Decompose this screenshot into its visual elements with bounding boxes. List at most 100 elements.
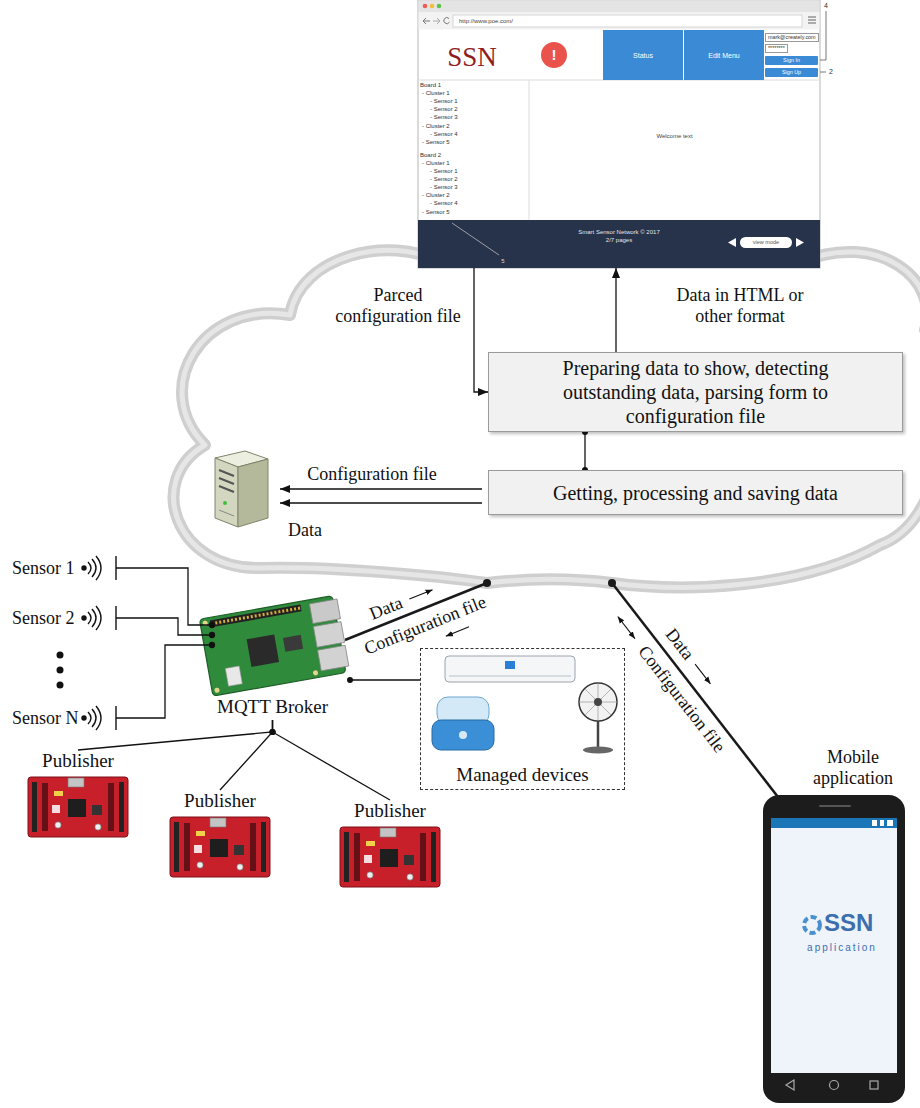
flow-arrow (695, 664, 710, 684)
tree-item: - Sensor 2 (430, 176, 458, 183)
tree-item: - Cluster 1 (422, 90, 450, 97)
air-conditioner (505, 661, 515, 669)
node-text: Managed devices (456, 764, 588, 786)
text-input: mark@creately.com (765, 33, 819, 42)
sensor-symbol (92, 559, 96, 577)
browser-chrome (437, 4, 442, 9)
sensor-symbol (82, 606, 116, 630)
ellipsis-dots (57, 667, 64, 674)
ellipsis-dots (57, 682, 64, 689)
smartphone (830, 1081, 839, 1090)
sensor-symbol (88, 562, 91, 574)
process-box: Getting, processing and saving data (488, 470, 903, 515)
server-icon (219, 510, 234, 516)
raspberry-pi (318, 645, 349, 671)
junction-dot (270, 729, 276, 735)
node-text: Sign Up (782, 69, 801, 76)
data-arrow (280, 489, 482, 503)
cloud-outline (174, 216, 920, 588)
flow-label: Data (288, 520, 322, 540)
sensor-symbol (82, 556, 116, 730)
fan (594, 698, 602, 706)
raspberry-pi (313, 622, 344, 648)
sensor-symbol (96, 706, 101, 730)
browser-chrome (419, 1, 820, 13)
connector (273, 720, 391, 800)
browser-chrome (808, 17, 816, 23)
url-text: http://www.poe.com/ (459, 17, 513, 25)
browser-chrome (423, 4, 428, 9)
browser-chrome (418, 0, 820, 268)
edge-label: Data in HTML or other format (665, 285, 815, 327)
devices-group: Managed devices (420, 648, 625, 790)
sensor-symbol (92, 709, 96, 727)
logo-text: SSN (447, 42, 497, 72)
smartphone (763, 795, 905, 1103)
footer-text: Smart Sensor Network © 2017 (418, 228, 820, 236)
smartphone (880, 820, 884, 826)
callout-leader (820, 72, 826, 73)
connector (584, 432, 585, 470)
raspberry-pi (214, 687, 220, 693)
browser-chrome (430, 4, 435, 9)
smartphone (820, 805, 850, 807)
callout-leader (452, 223, 499, 255)
smartphone (870, 1081, 878, 1089)
node-text: Preparing data to show, detecting outsta… (529, 356, 862, 428)
callout-number: 4 (824, 2, 828, 10)
sensor-wire (116, 568, 215, 718)
raspberry-pi (199, 595, 349, 696)
sensor-symbol (82, 556, 116, 580)
flow-label: Data (367, 592, 406, 623)
sensor-label: Sensor 1 (12, 558, 75, 578)
callout-leader (820, 11, 826, 60)
smartphone (786, 1080, 794, 1090)
junction-dot (270, 729, 276, 735)
browser-chrome (418, 220, 820, 268)
tree-item: - Sensor 3 (430, 184, 458, 191)
fan (583, 747, 613, 754)
footer-bar: Smart Sensor Network © 20172/7 pagesview… (418, 220, 820, 268)
sensor-label: Sensor N (12, 708, 79, 728)
sensor-symbol (82, 716, 86, 720)
server-icon (219, 486, 234, 492)
publisher-board: Publisher (18, 750, 138, 840)
network-link (483, 579, 491, 587)
callout-number: 2 (829, 68, 833, 76)
fan (597, 721, 600, 748)
sensor-symbol (96, 606, 101, 630)
browser-chrome (796, 238, 804, 247)
process-box: Preparing data to show, detecting outsta… (488, 352, 903, 432)
launchpad-board (340, 827, 440, 887)
smartphone (763, 795, 905, 1103)
sensor-symbol (88, 612, 91, 624)
node-text: Publisher (42, 750, 114, 772)
sensor-symbol (82, 616, 86, 620)
smartphone (771, 818, 897, 1073)
tree-item: - Cluster 2 (422, 123, 450, 130)
publisher-board: Publisher (330, 800, 450, 890)
connector (350, 679, 420, 680)
air-conditioner (449, 676, 571, 677)
humidifier (432, 697, 494, 750)
sensor-wire (116, 645, 212, 718)
humidifier (459, 731, 467, 739)
sensor-wire (116, 568, 212, 625)
network-link (345, 579, 778, 797)
sensor-symbol (82, 566, 86, 570)
browser-chrome (418, 0, 820, 268)
browser-chrome (419, 13, 820, 30)
server-icon (215, 458, 238, 527)
raspberry-pi (225, 666, 242, 686)
connector (474, 268, 488, 392)
tree-item: - Sensor 4 (430, 200, 458, 207)
callout-leader (452, 11, 826, 255)
sensor-symbol (92, 609, 96, 627)
node-text: Getting, processing and saving data (553, 481, 838, 505)
tree-item: Board 2 (420, 152, 441, 159)
raspberry-pi (210, 604, 302, 627)
fan (579, 683, 617, 721)
flow-arrow (409, 590, 432, 599)
sensor-label: Sensor 2 (12, 608, 75, 628)
